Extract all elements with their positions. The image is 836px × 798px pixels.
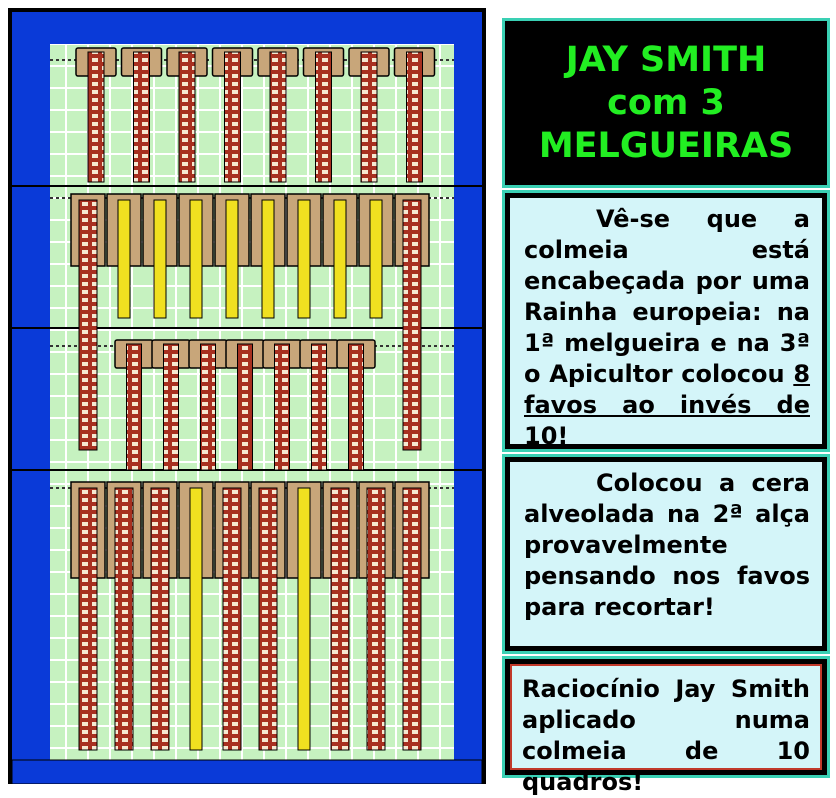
hive-diagram xyxy=(8,8,486,784)
super1-frame-7-comb xyxy=(360,51,378,183)
brood-frame-3-comb xyxy=(150,487,170,751)
note-box-1-text: Vê-se que a colmeia está encabeçada por … xyxy=(510,198,822,450)
super3-frame-6-comb xyxy=(311,343,327,471)
super2-frame-2-foundation xyxy=(117,199,131,319)
brood-frame-10-comb xyxy=(402,487,422,751)
super2-frame-1-comb xyxy=(78,199,98,451)
paragraph-3-text: Raciocínio Jay Smith aplicado numa colme… xyxy=(522,675,810,796)
super2-frame-8-foundation xyxy=(333,199,347,319)
note-box-2-text: Colocou a cera alveolada na 2ª alça prov… xyxy=(510,462,822,646)
note-box-3-text: Raciocínio Jay Smith aplicado numa colme… xyxy=(510,664,822,796)
brood-frame-8-comb xyxy=(330,487,350,751)
note-box-2: Colocou a cera alveolada na 2ª alça prov… xyxy=(502,454,830,654)
super1-frame-1-comb xyxy=(87,51,105,183)
note-box-1: Vê-se que a colmeia está encabeçada por … xyxy=(502,190,830,452)
brood-frame-6-comb xyxy=(258,487,278,751)
super1-frame-2-comb xyxy=(133,51,150,183)
super2-frame-9-foundation xyxy=(369,199,383,319)
paragraph-2-text: Colocou a cera alveolada na 2ª alça prov… xyxy=(524,469,810,621)
title-line-2: com 3 xyxy=(607,82,725,123)
brood-frame-5-comb xyxy=(222,487,242,751)
super2-frame-10-comb xyxy=(402,199,422,451)
super3-frame-3-comb xyxy=(200,343,216,471)
brood-frame-1-comb xyxy=(78,487,98,751)
super2-frame-3-foundation xyxy=(153,199,167,319)
super1-frame-3-comb xyxy=(178,51,196,183)
paragraph-1-end: ! xyxy=(557,422,569,450)
paragraph-1-underlined: 8 favos ao invés de 10 xyxy=(524,360,811,450)
note-box-3: Raciocínio Jay Smith aplicado numa colme… xyxy=(502,656,830,796)
super1-frame-5-comb xyxy=(269,51,287,183)
title-line-3: MELGUEIRAS xyxy=(538,125,794,166)
super3-frame-2-comb xyxy=(163,343,179,471)
super2-frame-6-foundation xyxy=(261,199,275,319)
brood-frame-2-comb xyxy=(114,487,134,751)
super2-frame-7-foundation xyxy=(297,199,311,319)
super3-frame-1-comb xyxy=(126,343,142,471)
super3-frame-5-comb xyxy=(274,343,290,471)
brood-frame-4-comb xyxy=(189,487,203,751)
title-line-1: JAY SMITH xyxy=(565,39,767,80)
super3-frame-7-comb xyxy=(348,343,364,471)
title-box: JAY SMITH com 3 MELGUEIRAS xyxy=(502,18,830,188)
super1-frame-8-comb xyxy=(406,51,423,183)
super3-frame-4-comb xyxy=(237,343,253,471)
paragraph-1-text: Vê-se que a colmeia está encabeçada por … xyxy=(524,205,810,388)
brood-frame-9-comb xyxy=(366,487,386,751)
super2-frame-5-foundation xyxy=(225,199,239,319)
brood-frame-7-comb xyxy=(297,487,311,751)
hive-bottom-board xyxy=(11,759,483,784)
super1-frame-4-comb xyxy=(224,51,241,183)
super2-frame-4-foundation xyxy=(189,199,203,319)
super1-frame-6-comb xyxy=(315,51,332,183)
